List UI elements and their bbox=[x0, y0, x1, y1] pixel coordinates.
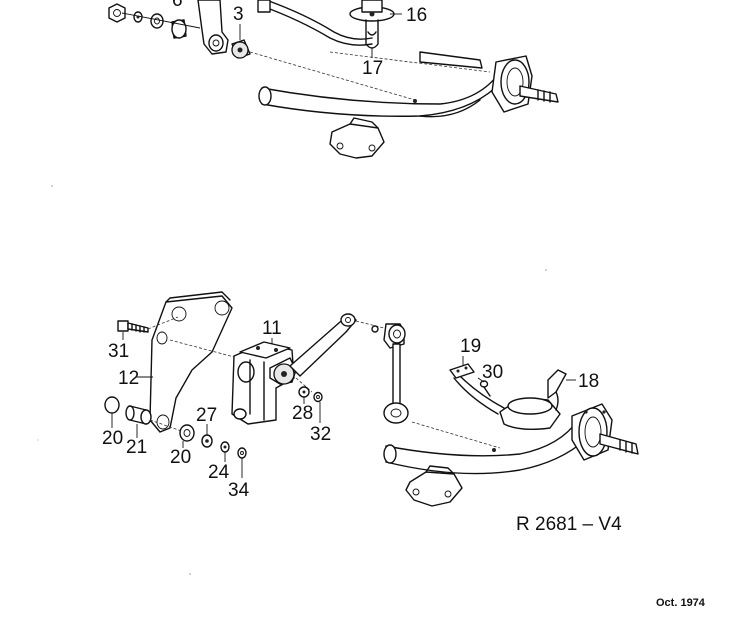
nut-34 bbox=[237, 447, 247, 459]
top-spacer bbox=[150, 13, 164, 29]
callout-30: 30 bbox=[482, 362, 503, 383]
drawing-reference: R 2681 – V4 bbox=[516, 514, 622, 535]
top-lever-arm bbox=[197, 0, 229, 55]
callout-32: 32 bbox=[310, 424, 331, 445]
top-nut bbox=[108, 3, 126, 23]
bush-20-right bbox=[179, 424, 195, 442]
callout-16: 16 bbox=[406, 5, 427, 26]
callout-18: 18 bbox=[578, 371, 599, 392]
washer-27 bbox=[201, 434, 213, 448]
shock-arm bbox=[289, 313, 357, 377]
clamp-19 bbox=[449, 363, 475, 379]
bolt-30 bbox=[479, 380, 491, 397]
callout-19: 19 bbox=[460, 336, 481, 357]
callout-20-right: 20 bbox=[170, 447, 191, 468]
washer-28 bbox=[298, 386, 310, 398]
mounting-plate-12 bbox=[149, 291, 233, 433]
top-assembly: 6 3 16 17 bbox=[108, 0, 559, 159]
shock-absorber-11 bbox=[231, 341, 297, 425]
callout-6: 6 bbox=[172, 0, 183, 11]
bottom-axle-beam bbox=[383, 369, 639, 507]
bolt-31 bbox=[117, 320, 149, 333]
washer-24 bbox=[220, 441, 230, 453]
top-bushing-3 bbox=[231, 39, 251, 59]
callout-28: 28 bbox=[292, 403, 313, 424]
callout-12: 12 bbox=[118, 368, 139, 389]
drawing-date: Oct. 1974 bbox=[656, 597, 706, 609]
callout-21: 21 bbox=[126, 437, 147, 458]
top-strap-bracket bbox=[257, 0, 395, 49]
callout-34: 34 bbox=[228, 480, 250, 501]
bush-20-left bbox=[104, 396, 120, 414]
callout-27: 27 bbox=[196, 405, 217, 426]
callout-31: 31 bbox=[108, 341, 129, 362]
scan-specks bbox=[37, 185, 547, 575]
nut-32 bbox=[313, 391, 323, 403]
callout-20-left: 20 bbox=[102, 428, 123, 449]
callout-24: 24 bbox=[208, 462, 230, 483]
bottom-assembly: 11 31 12 20 21 20 27 24 34 28 32 19 30 1… bbox=[102, 291, 639, 507]
sleeve-21 bbox=[125, 405, 152, 425]
top-axle-beam bbox=[258, 51, 559, 159]
callout-3: 3 bbox=[233, 4, 244, 25]
callout-17: 17 bbox=[362, 58, 383, 79]
link-rod bbox=[371, 323, 409, 424]
callout-11: 11 bbox=[262, 318, 282, 339]
